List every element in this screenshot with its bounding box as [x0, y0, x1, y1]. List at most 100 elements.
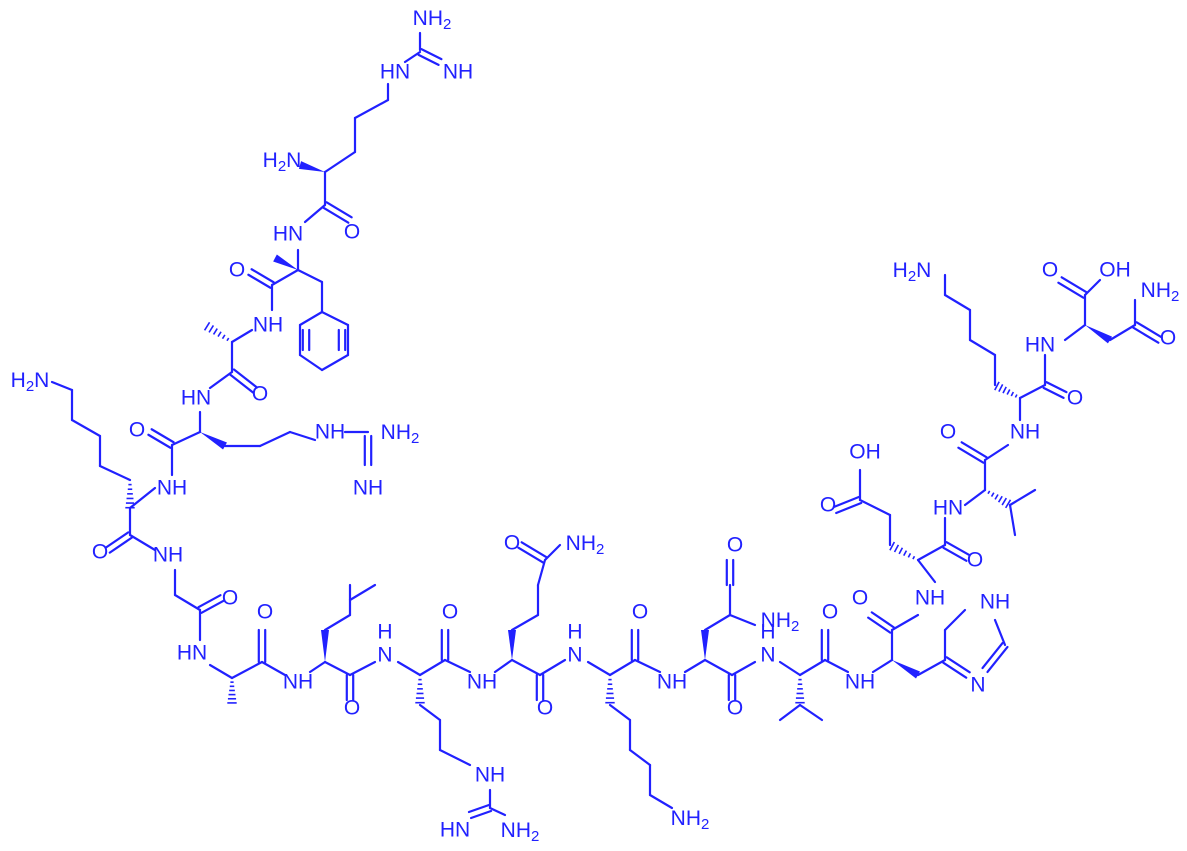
- single-bond: [403, 50, 422, 64]
- double-bond: [147, 433, 172, 449]
- single-bond: [443, 658, 472, 674]
- carbonyl-o-label: O: [1042, 259, 1058, 282]
- single-bond: [296, 268, 324, 284]
- single-bond: [586, 660, 612, 677]
- carbonyl-o-label: O: [229, 259, 245, 282]
- imine-nh-label: NH: [443, 61, 473, 84]
- lysine-h2n-label: H2N: [11, 369, 50, 395]
- acid-oh-label: OH: [849, 441, 881, 464]
- single-bond: [70, 418, 102, 438]
- amide-n-label: N: [377, 644, 392, 667]
- hashed-bond: [994, 381, 1018, 398]
- amide-nh-label: NH: [253, 314, 283, 337]
- double-bond: [1042, 386, 1065, 399]
- hashed-bond: [203, 321, 230, 342]
- carbonyl-o-label: O: [252, 383, 268, 406]
- single-bond: [538, 658, 567, 677]
- amide-h-label: H: [760, 621, 775, 644]
- wedge-bond: [701, 630, 709, 660]
- single-bond: [1008, 488, 1037, 507]
- wedge-bond: [273, 254, 298, 270]
- single-bond: [798, 703, 824, 722]
- double-bond: [197, 594, 222, 609]
- single-bond: [298, 310, 324, 327]
- carbonyl-o-label: O: [820, 494, 836, 517]
- single-bond: [320, 353, 350, 372]
- single-bond: [778, 660, 802, 677]
- single-bond: [858, 498, 892, 517]
- double-bond: [108, 536, 133, 554]
- double-bond: [1045, 381, 1068, 394]
- carbonyl-o-label: O: [257, 601, 273, 624]
- double-bond: [942, 661, 968, 679]
- amine-nh2-label: NH2: [413, 7, 452, 33]
- carbonyl-o-label: O: [632, 601, 648, 624]
- single-bond: [438, 748, 472, 767]
- double-bond: [981, 641, 1004, 670]
- double-bond: [835, 501, 863, 515]
- single-bond: [323, 660, 352, 677]
- double-bond: [420, 48, 443, 61]
- single-bond: [963, 488, 987, 507]
- single-bond: [728, 613, 757, 627]
- single-bond: [98, 464, 132, 482]
- single-bond: [536, 558, 547, 587]
- guanidine-nh2-label: NH2: [381, 421, 420, 447]
- single-bond: [396, 660, 422, 677]
- terminal-h2n-label: H2N: [263, 149, 302, 175]
- hashed-bond: [987, 490, 1012, 509]
- single-bond: [608, 658, 637, 677]
- double-bond: [832, 495, 860, 509]
- single-bond: [1018, 383, 1047, 400]
- side-chain-nh-label: NH: [315, 421, 345, 444]
- single-bond: [633, 658, 662, 674]
- hashed-bond: [227, 681, 237, 704]
- double-bond: [517, 546, 545, 564]
- double-bond: [322, 206, 350, 224]
- carbonyl-o-label: O: [129, 419, 145, 442]
- carbonyl-o-label: O: [727, 697, 743, 720]
- carbonyl-o-label: O: [852, 587, 868, 610]
- single-bond: [798, 658, 827, 677]
- single-bond: [648, 793, 674, 810]
- single-bond: [230, 328, 254, 344]
- amide-n-label: N: [760, 644, 775, 667]
- single-bond: [258, 430, 292, 448]
- single-bond: [208, 370, 234, 390]
- carbonyl-o-label: O: [504, 532, 520, 555]
- single-bond: [943, 608, 967, 632]
- single-bond: [128, 533, 157, 552]
- guanidine-nh2-label: NH2: [501, 819, 540, 845]
- single-bond: [493, 658, 514, 674]
- single-bond: [703, 613, 732, 632]
- double-bond: [986, 645, 1009, 674]
- double-bond: [228, 373, 255, 394]
- single-bond: [543, 543, 562, 562]
- amide-hn-label: HN: [177, 642, 207, 665]
- double-bond: [105, 531, 130, 549]
- imidazole-nh-label: NH: [980, 591, 1010, 614]
- single-bond: [703, 658, 734, 677]
- amide-nh2-label: NH2: [566, 532, 605, 558]
- amide-nh-label: NH: [915, 587, 945, 610]
- double-bond: [417, 53, 440, 66]
- amide-n-label: N: [567, 644, 582, 667]
- single-bond: [916, 658, 947, 677]
- double-bond: [945, 656, 971, 674]
- double-bond: [232, 368, 259, 389]
- single-bond: [230, 660, 264, 680]
- lysine-h2n-label: H2N: [893, 259, 932, 285]
- lysine-nh2-label: NH2: [671, 807, 710, 833]
- amide-h-label: H: [567, 621, 582, 644]
- carbonyl-o-label: O: [537, 697, 553, 720]
- single-bond: [1108, 323, 1137, 342]
- single-bond: [916, 558, 937, 584]
- wedge-bond: [298, 161, 325, 172]
- single-bond: [683, 658, 707, 674]
- single-bond: [173, 593, 202, 612]
- amide-nh2-label: NH2: [1141, 279, 1180, 305]
- carbonyl-o-label: O: [1067, 387, 1083, 410]
- single-bond: [353, 98, 390, 120]
- wedge-bond: [508, 630, 516, 660]
- side-chain-nh-label: NH: [475, 764, 505, 787]
